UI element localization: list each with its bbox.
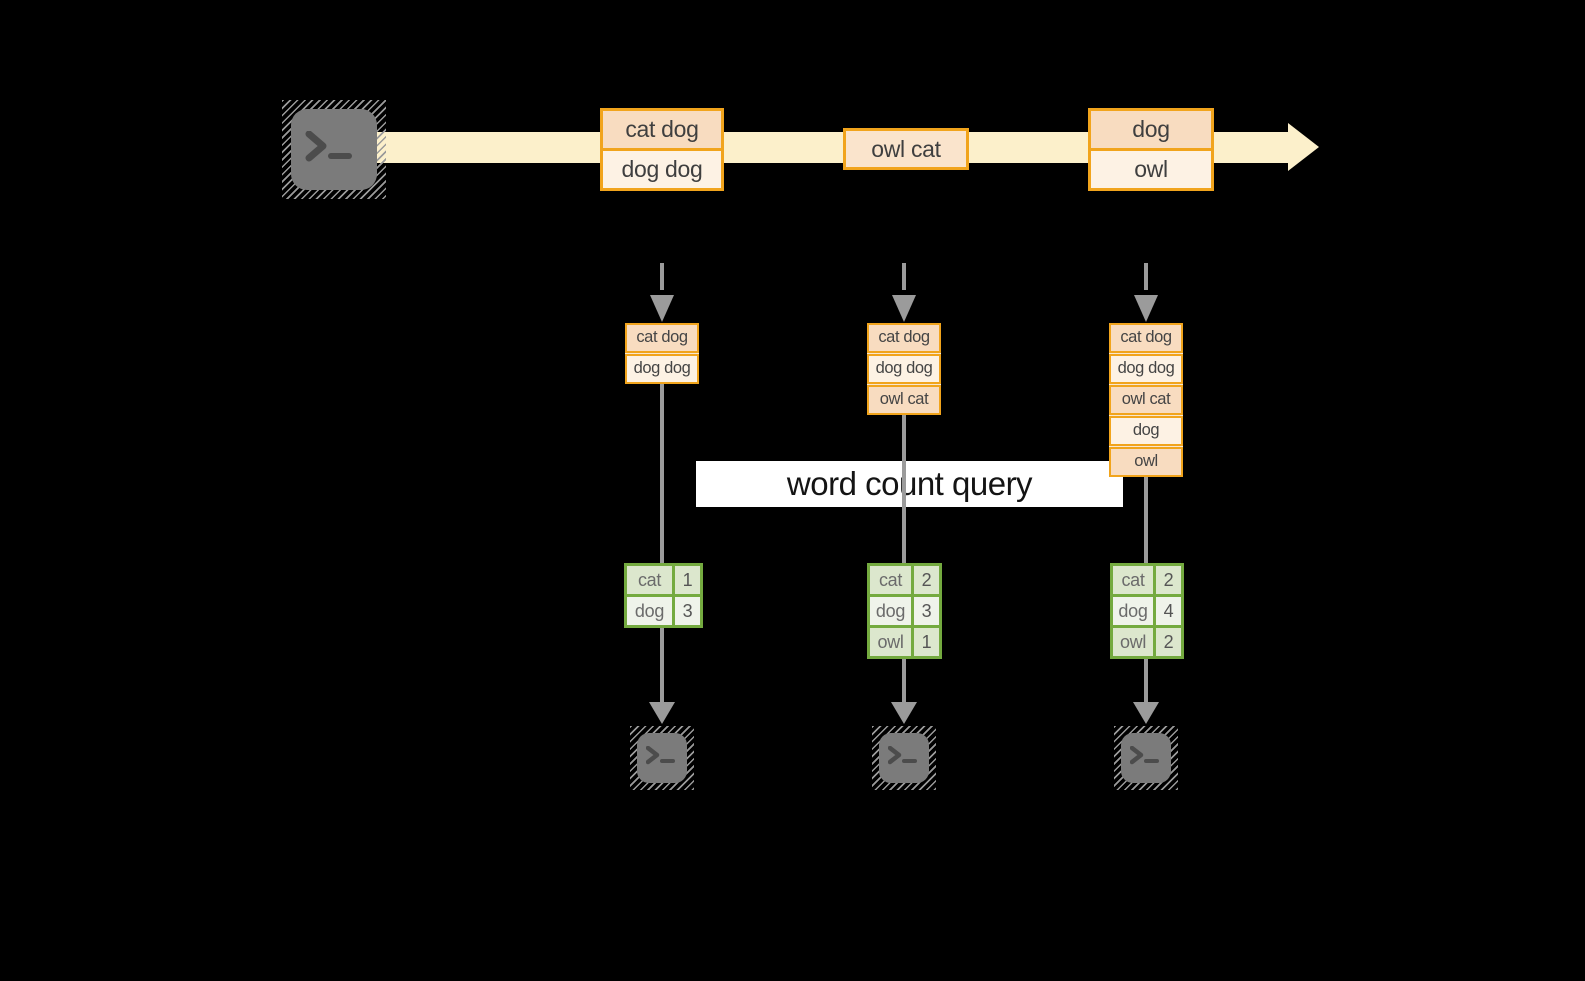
stream-event-box-1: cat dog dog dog <box>600 108 724 191</box>
count-value: 4 <box>1156 597 1181 625</box>
buffer-row: cat dog <box>867 323 941 353</box>
terminal-screen <box>291 109 377 190</box>
sink-terminal-icon <box>1114 726 1178 790</box>
count-word: dog <box>627 597 672 625</box>
arrow-down-icon <box>649 702 675 724</box>
terminal-screen <box>879 733 929 783</box>
buffer-row: owl cat <box>1109 385 1183 415</box>
count-word: owl <box>870 628 911 656</box>
terminal-prompt-icon <box>646 746 675 765</box>
terminal-prompt-icon <box>305 131 352 162</box>
count-value: 1 <box>675 566 700 594</box>
terminal-prompt-icon <box>888 746 917 765</box>
connector-line <box>1144 477 1148 563</box>
count-word: dog <box>870 597 911 625</box>
count-table-3: cat 2 dog 4 owl 2 <box>1110 563 1184 659</box>
count-value: 3 <box>914 597 939 625</box>
buffer-row: owl <box>1109 447 1183 477</box>
dashed-arrow-down-icon <box>902 263 906 290</box>
terminal-screen <box>637 733 687 783</box>
count-table-1: cat 1 dog 3 <box>624 563 703 628</box>
dashed-arrow-down-icon <box>660 263 664 290</box>
buffer-row: cat dog <box>1109 323 1183 353</box>
buffer-row: dog dog <box>867 354 941 384</box>
stream-event-box-3: dog owl <box>1088 108 1214 191</box>
buffer-stack-3: cat dog dog dog owl cat dog owl <box>1109 323 1183 477</box>
buffer-row: dog dog <box>625 354 699 384</box>
connector-line <box>1144 659 1148 704</box>
count-table-2: cat 2 dog 3 owl 1 <box>867 563 942 659</box>
buffer-stack-1: cat dog dog dog <box>625 323 699 384</box>
count-value: 2 <box>914 566 939 594</box>
count-value: 2 <box>1156 628 1181 656</box>
count-word: owl <box>1113 628 1153 656</box>
word-count-query-band: word count query <box>696 461 1123 507</box>
arrow-down-icon <box>891 702 917 724</box>
buffer-row: cat dog <box>625 323 699 353</box>
terminal-prompt-icon <box>1130 746 1159 765</box>
stream-event-row: cat dog <box>603 111 721 148</box>
count-word: cat <box>627 566 672 594</box>
buffer-row: dog <box>1109 416 1183 446</box>
connector-line <box>660 628 664 704</box>
dashed-arrow-down-icon <box>1144 263 1148 290</box>
stream-event-box-2: owl cat <box>843 128 969 170</box>
connector-line <box>902 659 906 704</box>
stream-event-row: owl <box>1091 148 1211 188</box>
buffer-stack-2: cat dog dog dog owl cat <box>867 323 941 415</box>
count-word: cat <box>1113 566 1153 594</box>
stream-event-row: dog dog <box>603 148 721 188</box>
count-value: 3 <box>675 597 700 625</box>
count-word: cat <box>870 566 911 594</box>
buffer-row: dog dog <box>1109 354 1183 384</box>
dashed-arrow-head-icon <box>650 295 674 322</box>
sink-terminal-icon <box>872 726 936 790</box>
stream-event-row: owl cat <box>846 131 966 167</box>
count-value: 1 <box>914 628 939 656</box>
terminal-screen <box>1121 733 1171 783</box>
arrow-right-icon <box>1288 123 1319 171</box>
dashed-arrow-head-icon <box>892 295 916 322</box>
connector-line <box>660 384 664 563</box>
connector-line <box>902 415 906 563</box>
buffer-row: owl cat <box>867 385 941 415</box>
count-word: dog <box>1113 597 1153 625</box>
dashed-arrow-head-icon <box>1134 295 1158 322</box>
sink-terminal-icon <box>630 726 694 790</box>
query-label: word count query <box>786 465 1033 502</box>
stream-event-row: dog <box>1091 111 1211 148</box>
source-terminal-icon <box>282 100 386 199</box>
arrow-down-icon <box>1133 702 1159 724</box>
count-value: 2 <box>1156 566 1181 594</box>
